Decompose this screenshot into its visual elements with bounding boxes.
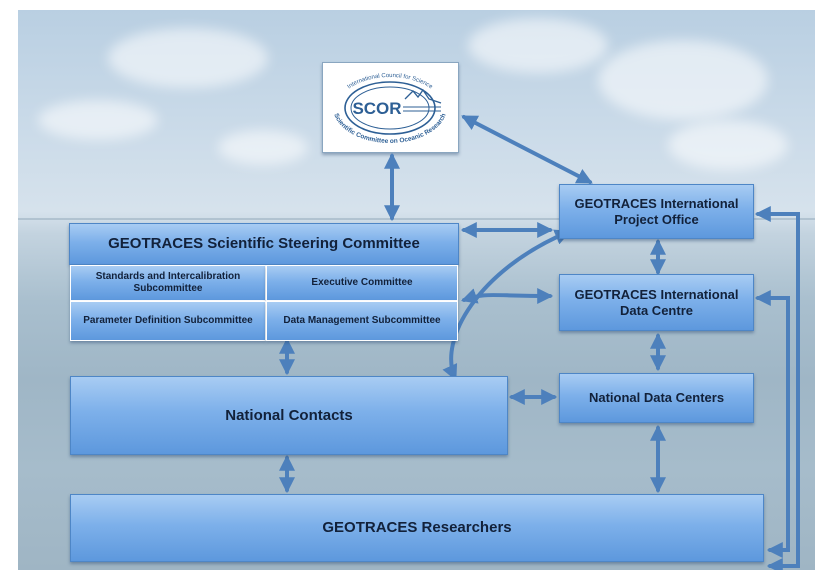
logo-acronym: SCOR [352, 99, 401, 118]
sea-sky-background: SCOR International Council for Science S… [18, 10, 815, 570]
subcommittee-standards: Standards and Intercalibration Subcommit… [70, 265, 266, 301]
international-data-centre-box: GEOTRACES International Data Centre [559, 274, 754, 331]
connector-arrows [279, 115, 800, 570]
arrow-scor-ipo [461, 115, 593, 184]
arrow-ipo-researchers [754, 206, 800, 570]
subcommittee-executive: Executive Committee [266, 265, 458, 301]
arrow-idc-researchers [754, 290, 790, 558]
arrow-contacts-ipo [442, 229, 571, 381]
researchers-box: GEOTRACES Researchers [70, 494, 764, 562]
ssc-title-box: GEOTRACES Scientific Steering Committee [69, 223, 459, 265]
national-data-centers-box: National Data Centers [559, 373, 754, 423]
ssc-title: GEOTRACES Scientific Steering Committee [108, 235, 420, 252]
international-project-office-box: GEOTRACES International Project Office [559, 184, 754, 239]
subcommittee-data-management: Data Management Subcommittee [266, 301, 458, 341]
arrow-ssc-idc [460, 287, 554, 304]
scor-logo: SCOR International Council for Science S… [322, 62, 459, 153]
national-contacts-box: National Contacts [70, 376, 508, 455]
subcommittee-parameter-definition: Parameter Definition Subcommittee [70, 301, 266, 341]
